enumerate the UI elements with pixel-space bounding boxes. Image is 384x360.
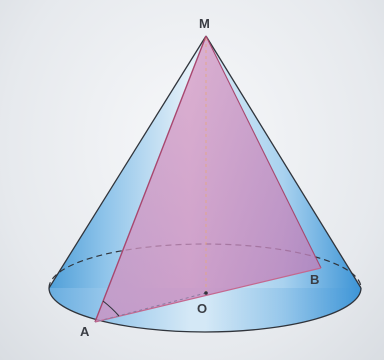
label-o: O: [197, 301, 207, 316]
segment-oa: [94, 292, 207, 323]
segment-ab: [94, 267, 322, 323]
label-b: B: [310, 272, 319, 287]
point-o: [204, 291, 208, 295]
segment-ma: [94, 35, 207, 323]
label-a: A: [80, 324, 90, 339]
slant-edge-right: [205, 35, 362, 289]
angle-marker-a: [102, 300, 120, 317]
label-m: M: [199, 16, 210, 31]
section-triangle-mab: [95, 36, 321, 322]
segment-mb: [205, 35, 322, 269]
slant-edge-left: [48, 35, 207, 289]
cone-base-back-dashed: [48, 243, 362, 289]
